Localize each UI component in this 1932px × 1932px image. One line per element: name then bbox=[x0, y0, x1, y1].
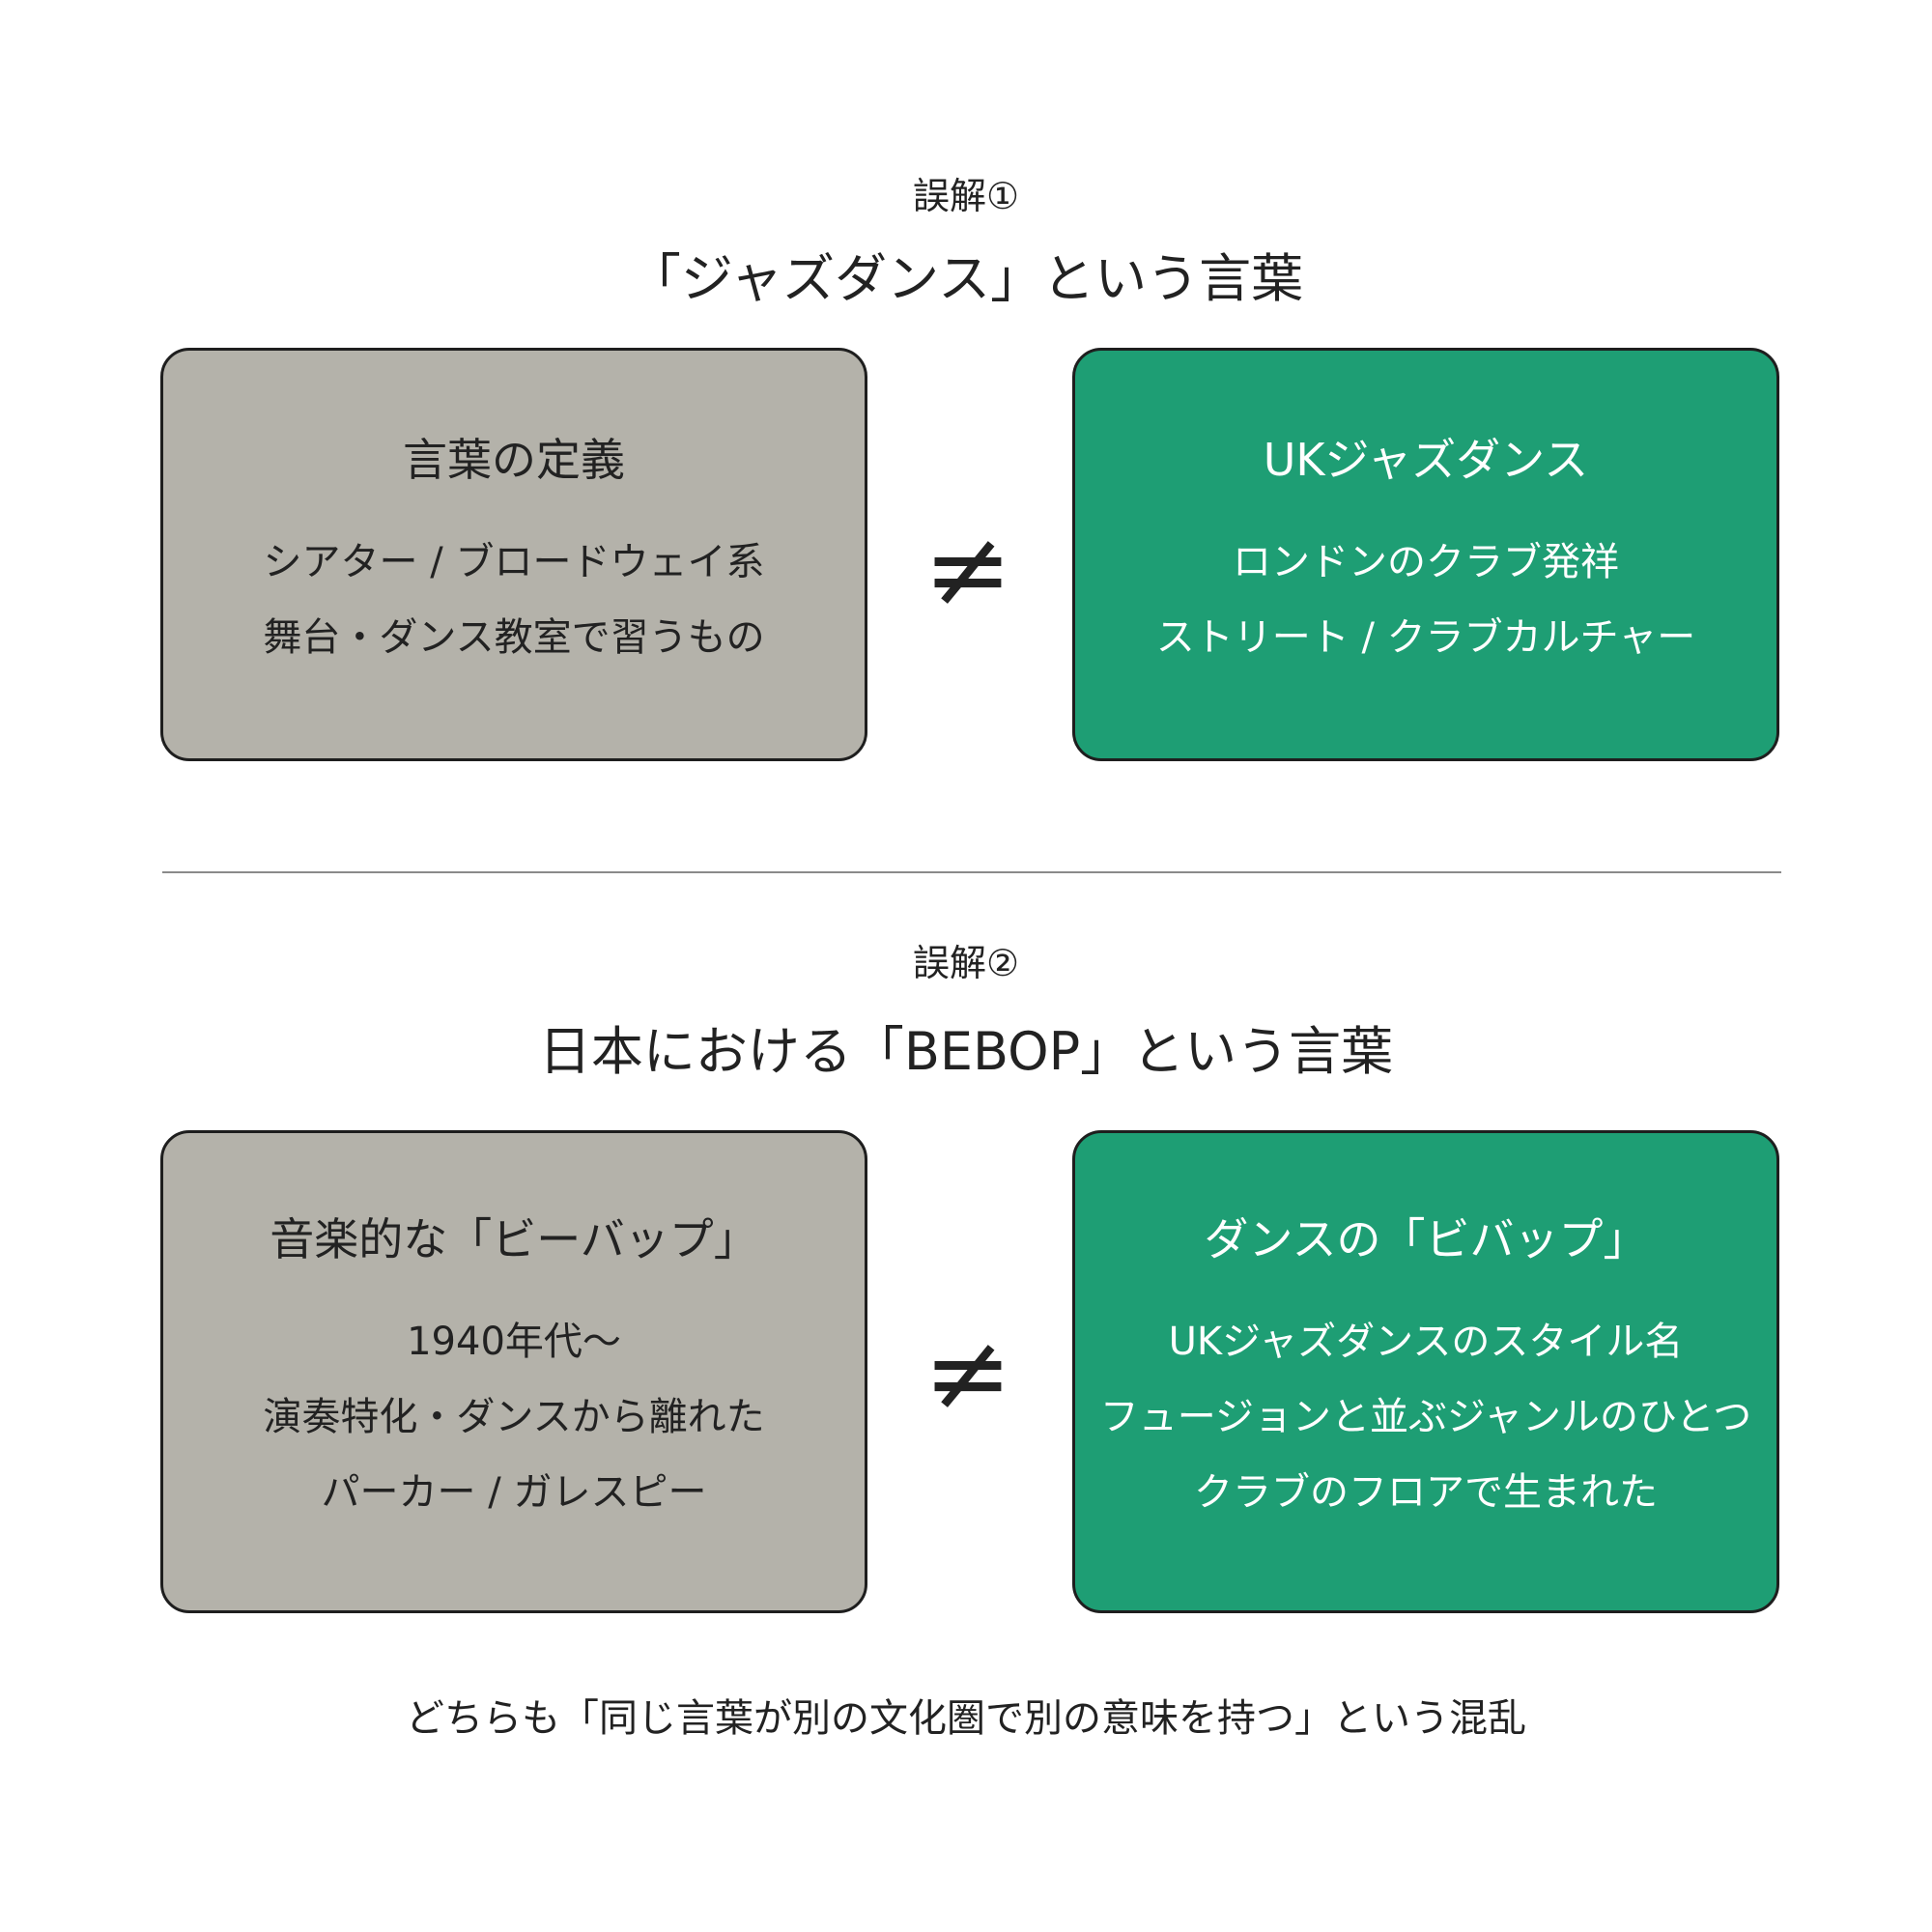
section-2-label: 誤解② bbox=[912, 942, 1020, 984]
section-1-label: 誤解① bbox=[912, 175, 1020, 217]
section-1-left-card-line-1: シアター / ブロードウェイ系 bbox=[263, 539, 765, 584]
section-1-right-card-title: UKジャズダンス bbox=[1263, 434, 1589, 487]
section-1-title: 「ジャズダンス」という言葉 bbox=[628, 248, 1304, 309]
section-1-left-card-title: 言葉の定義 bbox=[403, 434, 625, 487]
section-2-left-card-line-3: パーカー / ガレスピー bbox=[321, 1469, 707, 1515]
section-2-right-card-title: ダンスの「ビバップ」 bbox=[1204, 1213, 1648, 1266]
section-divider bbox=[162, 871, 1781, 873]
section-2-right-card-line-3: クラブのフロアで生まれた bbox=[1194, 1469, 1658, 1515]
section-2-title: 日本における「BEBOP」という言葉 bbox=[538, 1021, 1394, 1082]
section-2-not-equal-symbol: ≠ bbox=[923, 1311, 1013, 1435]
section-1-right-card-line-2: ストリート / クラブカルチャー bbox=[1155, 614, 1696, 660]
section-1-left-card: 言葉の定義 シアター / ブロードウェイ系 舞台・ダンス教室で習うもの bbox=[160, 348, 867, 761]
section-2-left-card-title: 音楽的な「ビーバップ」 bbox=[270, 1213, 758, 1266]
section-2-left-card-line-1: 1940年代〜 bbox=[407, 1319, 621, 1364]
section-2-left-card-line-2: 演奏特化・ダンスから離れた bbox=[263, 1394, 765, 1439]
section-2-right-card: ダンスの「ビバップ」 UKジャズダンスのスタイル名 フュージョンと並ぶジャンルの… bbox=[1072, 1130, 1779, 1613]
footer-summary: どちらも「同じ言葉が別の文化圏で別の意味を持つ」という混乱 bbox=[406, 1696, 1526, 1741]
section-2-left-card: 音楽的な「ビーバップ」 1940年代〜 演奏特化・ダンスから離れた パーカー /… bbox=[160, 1130, 867, 1613]
section-1-not-equal-symbol: ≠ bbox=[923, 507, 1013, 631]
section-1-right-card-line-1: ロンドンのクラブ発祥 bbox=[1233, 539, 1619, 584]
section-2-right-card-line-1: UKジャズダンスのスタイル名 bbox=[1168, 1319, 1684, 1364]
section-2-right-card-line-2: フュージョンと並ぶジャンルのひとつ bbox=[1099, 1394, 1752, 1439]
section-1-left-card-line-2: 舞台・ダンス教室で習うもの bbox=[263, 614, 765, 660]
section-1-right-card: UKジャズダンス ロンドンのクラブ発祥 ストリート / クラブカルチャー bbox=[1072, 348, 1779, 761]
